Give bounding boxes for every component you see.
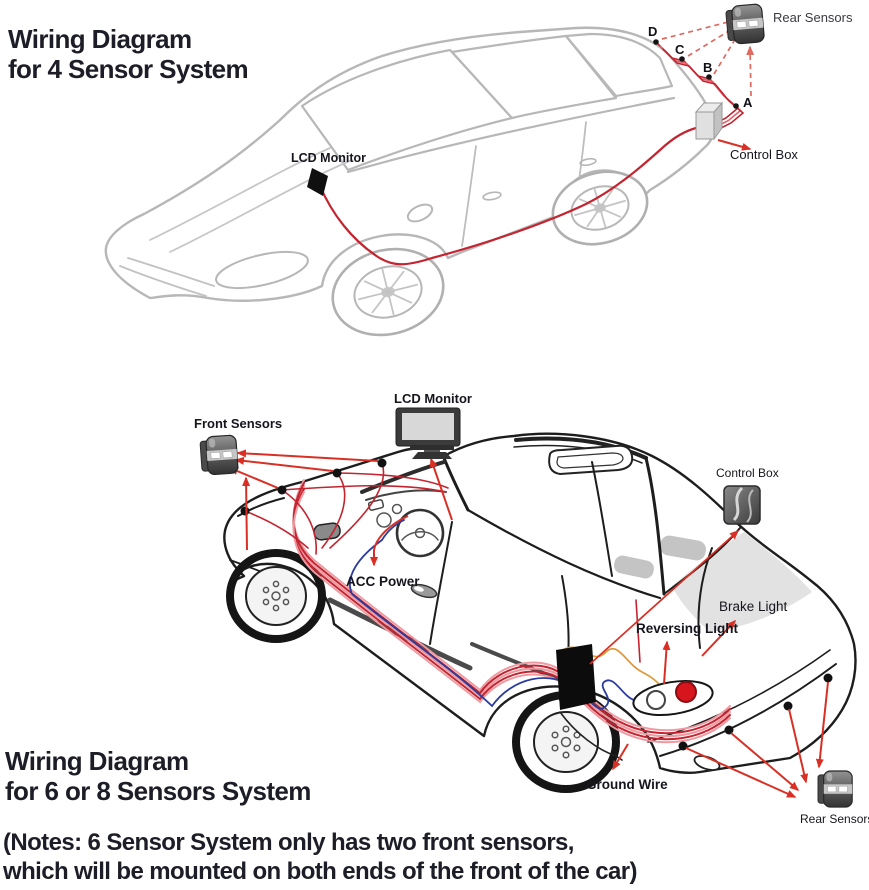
top-control-box-icon bbox=[694, 101, 724, 141]
sensor-point-d-label: D bbox=[648, 24, 658, 39]
top-rear-sensors-label: Rear Sensors bbox=[773, 10, 853, 25]
blue-wire bbox=[349, 519, 657, 710]
front-sensor-icon bbox=[199, 434, 239, 476]
bottom-control-box-icon bbox=[723, 485, 761, 525]
top-title-line1: Wiring Diagram bbox=[8, 24, 192, 54]
notes-line2: which will be mounted on both ends of th… bbox=[3, 858, 638, 885]
ground-wire-line bbox=[559, 711, 623, 761]
bottom-title-line1: Wiring Diagram bbox=[5, 746, 189, 776]
bottom-title-line2: for 6 or 8 Sensors System bbox=[5, 776, 311, 806]
bottom-lcd-monitor-icon bbox=[395, 407, 461, 459]
sensor-point-a-label: A bbox=[743, 95, 753, 110]
acc-power-label: ACC Power bbox=[346, 574, 420, 589]
top-title-line2: for 4 Sensor System bbox=[8, 54, 249, 84]
top-lcd-monitor-label: LCD Monitor bbox=[291, 151, 366, 165]
rear-seat-headrest bbox=[614, 555, 654, 579]
top-lcd-monitor-icon bbox=[307, 168, 328, 196]
top-car-front-wheel bbox=[331, 247, 445, 337]
bottom-arrows bbox=[228, 449, 829, 798]
bottom-rear-sensors-label: Rear Sensors bbox=[800, 812, 869, 826]
ground-wire-label: Ground Wire bbox=[586, 777, 668, 792]
front-sensor-points bbox=[240, 458, 387, 516]
sunroof bbox=[548, 444, 634, 475]
trunk-unit-box bbox=[556, 644, 596, 710]
front-sensors-label: Front Sensors bbox=[194, 416, 283, 431]
top-control-box-label: Control Box bbox=[730, 147, 798, 162]
top-sensor-points bbox=[653, 39, 739, 109]
top-control-box-arrow bbox=[717, 139, 752, 151]
tail-light-cluster bbox=[632, 680, 714, 716]
reversing-light-bulb bbox=[646, 690, 666, 710]
rear-sensor-points bbox=[678, 673, 833, 751]
rear-seat-headrest bbox=[660, 535, 706, 561]
bottom-rear-sensor-icon bbox=[817, 770, 853, 808]
reversing-light-label: Reversing Light bbox=[636, 621, 739, 636]
top-car-mirror bbox=[406, 203, 434, 223]
notes-line1: (Notes: 6 Sensor System only has two fro… bbox=[3, 829, 574, 856]
top-car-illustration bbox=[104, 26, 715, 337]
bottom-control-box-label: Control Box bbox=[716, 466, 779, 480]
brake-light-label: Brake Light bbox=[719, 599, 788, 614]
sensor-point-c-label: C bbox=[675, 42, 685, 57]
top-rear-sensor-icon bbox=[724, 3, 766, 46]
top-car-rear-wheel bbox=[551, 170, 649, 246]
brake-light-bulb bbox=[675, 681, 697, 703]
bottom-car-front-wheel bbox=[226, 549, 326, 643]
sensor-point-b-label: B bbox=[703, 60, 713, 75]
bottom-lcd-monitor-label: LCD Monitor bbox=[394, 391, 472, 406]
